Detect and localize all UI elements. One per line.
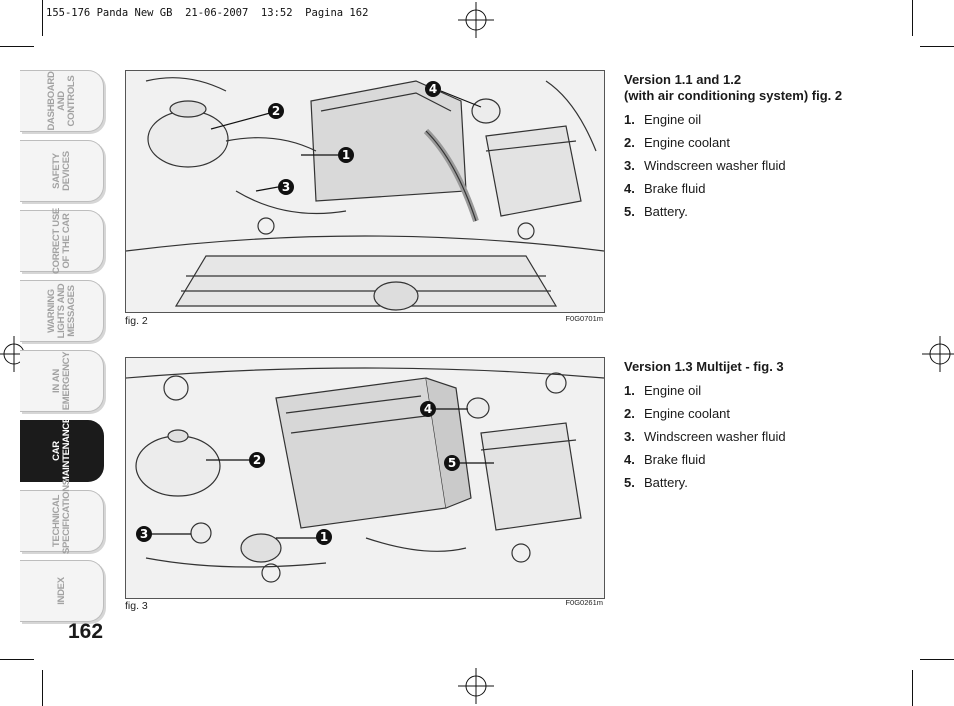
callout-1: 1 (276, 529, 332, 545)
component-list: 1. Engine oil 2. Engine coolant 3. Windscre… (624, 112, 924, 220)
registration-mark-icon (458, 2, 494, 38)
item-text: Brake fluid (644, 452, 706, 467)
registration-mark-icon (922, 336, 954, 372)
tab-dashboard-and-controls[interactable]: DASHBOARD AND CONTROLS (20, 70, 104, 132)
tab-label: CORRECT USE OF THE CAR (50, 208, 72, 274)
svg-text:4: 4 (424, 402, 432, 416)
tab-label: TECHNICAL SPECIFICATIONS (50, 479, 72, 554)
registration-mark-icon (458, 668, 494, 704)
page-number: 162 (68, 620, 104, 643)
section-title: Version 1.1 and 1.2 (with air conditioni… (624, 72, 843, 103)
item-text: Engine oil (644, 383, 702, 398)
engine-bay-illustration-fig3: 1 2 3 4 5 (125, 357, 605, 599)
section-version-1-3-multijet: Version 1.3 Multijet - fig. 3 1. Engine o… (624, 359, 924, 498)
tab-index[interactable]: INDEX (20, 560, 104, 622)
crop-mark (0, 659, 34, 660)
tab-label: CAR MAINTENANCE (50, 417, 72, 484)
item-number: 4. (624, 452, 635, 467)
engine-bay-drawing: 1 2 3 4 (126, 77, 604, 311)
callout-5: 5 (444, 455, 494, 471)
item-text: Engine coolant (644, 406, 731, 421)
item-number: 3. (624, 429, 635, 444)
figure-caption: fig. 2 (125, 315, 148, 327)
tab-technical-specifications[interactable]: TECHNICAL SPECIFICATIONS (20, 479, 104, 554)
list-item: 5. Battery. (624, 475, 924, 491)
section-title: Version 1.3 Multijet - fig. 3 (624, 359, 784, 374)
tab-label: SAFETY DEVICES (50, 151, 72, 191)
list-item: 2. Engine coolant (624, 135, 924, 151)
callout-2: 2 (206, 452, 265, 468)
item-number: 1. (624, 383, 635, 398)
item-text: Engine coolant (644, 135, 731, 150)
chapter-tabs: DASHBOARD AND CONTROLS SAFETY DEVICES CO… (20, 70, 104, 630)
item-text: Windscreen washer fluid (644, 429, 786, 444)
crop-mark (912, 670, 913, 706)
list-item: 2. Engine coolant (624, 406, 924, 422)
component-list: 1. Engine oil 2. Engine coolant 3. Windscre… (624, 383, 924, 491)
tab-warning-lights-and-messages[interactable]: WARNING LIGHTS AND MESSAGES (20, 280, 104, 342)
callout-3: 3 (136, 526, 191, 542)
list-item: 4. Brake fluid (624, 452, 924, 468)
item-number: 4. (624, 181, 635, 196)
item-text: Windscreen washer fluid (644, 158, 786, 173)
crop-mark (42, 670, 43, 706)
item-number: 3. (624, 158, 635, 173)
svg-text:3: 3 (282, 180, 290, 194)
item-text: Battery. (644, 475, 688, 490)
crop-mark (920, 46, 954, 47)
item-text: Engine oil (644, 112, 702, 127)
callout-1: 1 (301, 147, 354, 163)
tab-label: IN AN EMERGENCY (50, 351, 72, 411)
tab-correct-use-of-the-car[interactable]: CORRECT USE OF THE CAR (20, 208, 104, 274)
item-text: Brake fluid (644, 181, 706, 196)
callout-4: 4 (425, 81, 482, 108)
tab-label: DASHBOARD AND CONTROLS (45, 71, 77, 131)
crop-mark (912, 0, 913, 36)
item-number: 2. (624, 406, 635, 421)
section-version-1-1-1-2: Version 1.1 and 1.2 (with air conditioni… (624, 72, 924, 227)
item-text: Battery. (644, 204, 688, 219)
svg-text:3: 3 (140, 527, 148, 541)
svg-text:1: 1 (320, 530, 328, 544)
crop-mark (920, 659, 954, 660)
item-number: 5. (624, 204, 635, 219)
figure-code: F0G0261m (565, 598, 603, 607)
item-number: 1. (624, 112, 635, 127)
tab-safety-devices[interactable]: SAFETY DEVICES (20, 140, 104, 202)
svg-text:5: 5 (448, 456, 456, 470)
svg-text:1: 1 (342, 148, 350, 162)
callout-3: 3 (255, 179, 294, 195)
item-number: 5. (624, 475, 635, 490)
tab-car-maintenance[interactable]: CAR MAINTENANCE (20, 417, 104, 484)
figure-caption: fig. 3 (125, 600, 148, 612)
svg-text:2: 2 (272, 104, 280, 118)
tab-label: WARNING LIGHTS AND MESSAGES (45, 283, 77, 339)
list-item: 4. Brake fluid (624, 181, 924, 197)
figure-code: F0G0701m (565, 314, 603, 323)
svg-text:4: 4 (429, 82, 437, 96)
crop-mark (42, 0, 43, 36)
list-item: 1. Engine oil (624, 383, 924, 399)
engine-bay-illustration-fig2: 1 2 3 4 (125, 70, 605, 313)
tab-label: INDEX (55, 577, 67, 605)
engine-bay-drawing: 1 2 3 4 5 (126, 367, 604, 583)
list-item: 5. Battery. (624, 204, 924, 220)
tab-in-an-emergency[interactable]: IN AN EMERGENCY (20, 350, 104, 412)
crop-mark (0, 46, 34, 47)
callout-2: 2 (210, 103, 284, 130)
item-number: 2. (624, 135, 635, 150)
list-item: 3. Windscreen washer fluid (624, 158, 924, 174)
list-item: 1. Engine oil (624, 112, 924, 128)
svg-text:2: 2 (253, 453, 261, 467)
list-item: 3. Windscreen washer fluid (624, 429, 924, 445)
print-slug: 155-176 Panda New GB 21-06-2007 13:52 Pa… (46, 7, 369, 19)
callout-4: 4 (420, 401, 468, 417)
